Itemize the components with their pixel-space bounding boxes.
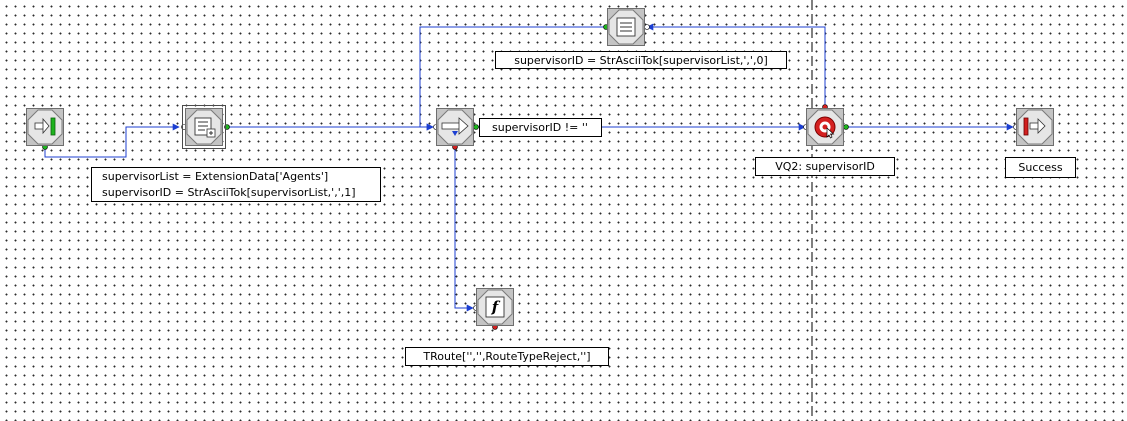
set-variable-2-label[interactable]: supervisorID = StrAsciiTok[supervisorLis… [495,51,787,69]
set-variable-label[interactable]: supervisorList = ExtensionData['Agents']… [91,167,381,202]
if-condition-label[interactable]: supervisorID != '' [479,118,602,137]
set-variable-icon [608,9,644,45]
if-node[interactable] [436,108,474,146]
start-node[interactable] [26,108,64,146]
connector-set2-to-if[interactable] [419,26,606,131]
connector-queue-to-set2[interactable] [646,23,826,107]
function-icon: f [477,289,513,325]
queue-to-vq-node[interactable] [806,108,844,146]
end-icon [1017,109,1053,145]
queue-icon [807,109,843,145]
set-variable-node[interactable] [182,105,226,149]
end-label[interactable]: Success [1005,157,1076,178]
if-icon [437,109,473,145]
end-node[interactable] [1016,108,1054,146]
set-variable-line-1: supervisorList = ExtensionData['Agents'] [102,170,329,183]
function-node[interactable]: f [476,288,514,326]
function-label[interactable]: TRoute['','',RouteTypeReject,''] [405,347,609,366]
port-set-out[interactable] [224,124,230,130]
port-if-true[interactable] [473,124,479,130]
set-variable-node-2[interactable] [607,8,645,46]
port-queue-out[interactable] [843,124,849,130]
set-variable-line-2: supervisorID = StrAsciiTok[supervisorLis… [102,186,356,199]
port-set2-in[interactable] [644,24,650,30]
function-glyph: f [491,298,501,316]
set-variable-icon [186,109,222,145]
connector-start-to-set[interactable] [44,123,180,158]
connector-if-to-function[interactable] [454,147,474,312]
start-icon [27,109,63,145]
queue-label[interactable]: VQ2: supervisorID [755,157,895,176]
